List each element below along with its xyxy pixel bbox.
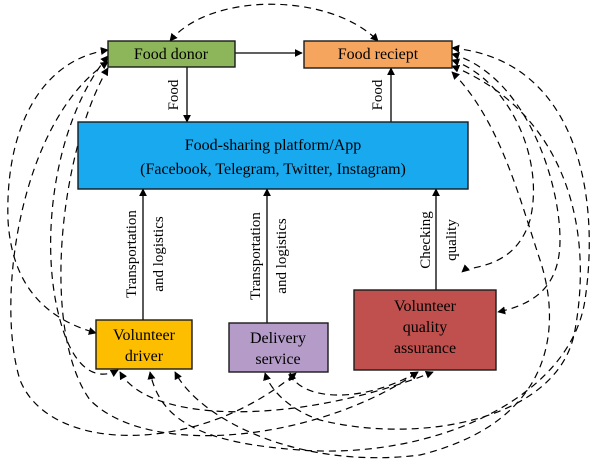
dashed-link-receipt-driver bbox=[147, 44, 590, 452]
node-delivery-service: Delivery service bbox=[228, 322, 329, 373]
platform-label-line1: Food-sharing platform/App bbox=[185, 137, 361, 154]
dashed-link-receipt-delivery bbox=[263, 65, 581, 430]
node-food-receipt: Food reciept bbox=[303, 40, 453, 69]
quality-assurance-label-line3: assurance bbox=[394, 340, 456, 357]
food-donor-label: Food donor bbox=[134, 46, 209, 63]
node-volunteer-driver: Volunteer driver bbox=[95, 319, 193, 370]
dashed-link-donor-driver-outer bbox=[7, 47, 109, 335]
delivery-service-box bbox=[228, 322, 329, 373]
edge-label-delivery-transport-line1: Transportation bbox=[248, 212, 264, 300]
dashed-link-delivery-quality bbox=[288, 371, 419, 396]
edge-label-delivery-transport-line2: and logistics bbox=[274, 218, 290, 294]
food-receipt-label: Food reciept bbox=[338, 46, 419, 63]
food-receipt-box bbox=[303, 40, 453, 69]
food-donor-box bbox=[107, 40, 236, 68]
dashed-link-receipt-quality bbox=[451, 52, 561, 315]
node-platform: Food-sharing platform/App (Facebook, Tel… bbox=[77, 121, 469, 190]
dashed-link-donor-receipt bbox=[169, 3, 379, 42]
edge-label-donor-food: Food bbox=[166, 79, 182, 110]
edge-label-driver-transport-line1: Transportation bbox=[124, 210, 140, 298]
quality-assurance-label-line2: quality bbox=[403, 319, 447, 336]
edge-label-receipt-food: Food bbox=[370, 79, 386, 110]
edge-label-quality-check-line1: Checking bbox=[418, 211, 434, 269]
dashed-link-donor-driver-inner bbox=[50, 55, 119, 377]
volunteer-driver-label-line1: Volunteer bbox=[113, 327, 176, 344]
edge-label-quality-check-line2: quality bbox=[444, 219, 460, 261]
quality-assurance-box bbox=[353, 289, 497, 371]
delivery-service-label-line2: service bbox=[255, 351, 300, 368]
dashed-link-driver-quality bbox=[119, 370, 434, 413]
volunteer-driver-box bbox=[95, 319, 193, 370]
platform-box bbox=[77, 121, 469, 190]
node-food-donor: Food donor bbox=[107, 40, 236, 68]
dashed-link-receipt-driver-bottom bbox=[174, 71, 551, 459]
solid-connections bbox=[139, 49, 440, 323]
edge-label-driver-transport-line2: and logistics bbox=[151, 216, 167, 292]
delivery-service-label-line1: Delivery bbox=[250, 330, 306, 347]
node-quality-assurance: Volunteer quality assurance bbox=[353, 289, 497, 371]
platform-label-line2: (Facebook, Telegram, Twitter, Instagram) bbox=[140, 161, 406, 178]
dashed-link-receipt-quality-loop bbox=[451, 58, 534, 273]
quality-assurance-label-line1: Volunteer bbox=[394, 298, 457, 315]
edge-labels: Food Food Transportation and logistics T… bbox=[124, 79, 460, 300]
volunteer-driver-label-line2: driver bbox=[125, 348, 164, 365]
dashed-connections bbox=[7, 3, 590, 459]
